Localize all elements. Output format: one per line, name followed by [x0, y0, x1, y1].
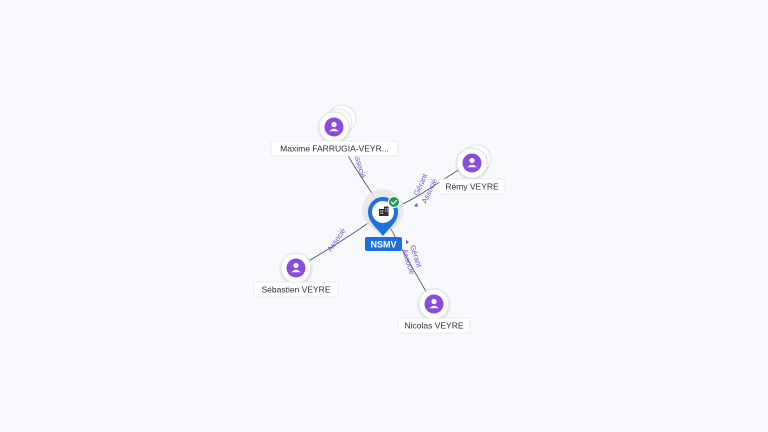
person-node-nicolas[interactable]: Nicolas VEYRE [397, 288, 471, 334]
edge-arrows [406, 203, 418, 244]
person-node-sebastien[interactable]: Sébastien VEYRE [253, 252, 339, 298]
company-node[interactable]: NSMV [362, 189, 404, 251]
person-icon [462, 153, 482, 173]
company-label-box [365, 237, 402, 251]
person-name-nicolas: Nicolas VEYRE [404, 321, 463, 331]
arrow-nicolas [406, 240, 409, 244]
person-icon [286, 258, 306, 278]
person-name-maxime: Maxime FARRUGIA-VEYR... [280, 144, 389, 154]
edge-label-sebastien-associe: Associé [325, 226, 347, 253]
company-name: NSMV [370, 240, 396, 250]
person-name-sebastien: Sébastien VEYRE [262, 285, 331, 295]
check-icon [388, 196, 400, 208]
building-icon [379, 206, 389, 216]
arrow-remy [414, 203, 418, 207]
person-icon [424, 294, 444, 314]
person-name-remy: Rémy VEYRE [445, 182, 499, 192]
person-icon [324, 117, 344, 137]
person-node-remy[interactable]: Rémy VEYRE [438, 144, 506, 195]
person-node-maxime[interactable]: Maxime FARRUGIA-VEYR... [270, 104, 399, 157]
